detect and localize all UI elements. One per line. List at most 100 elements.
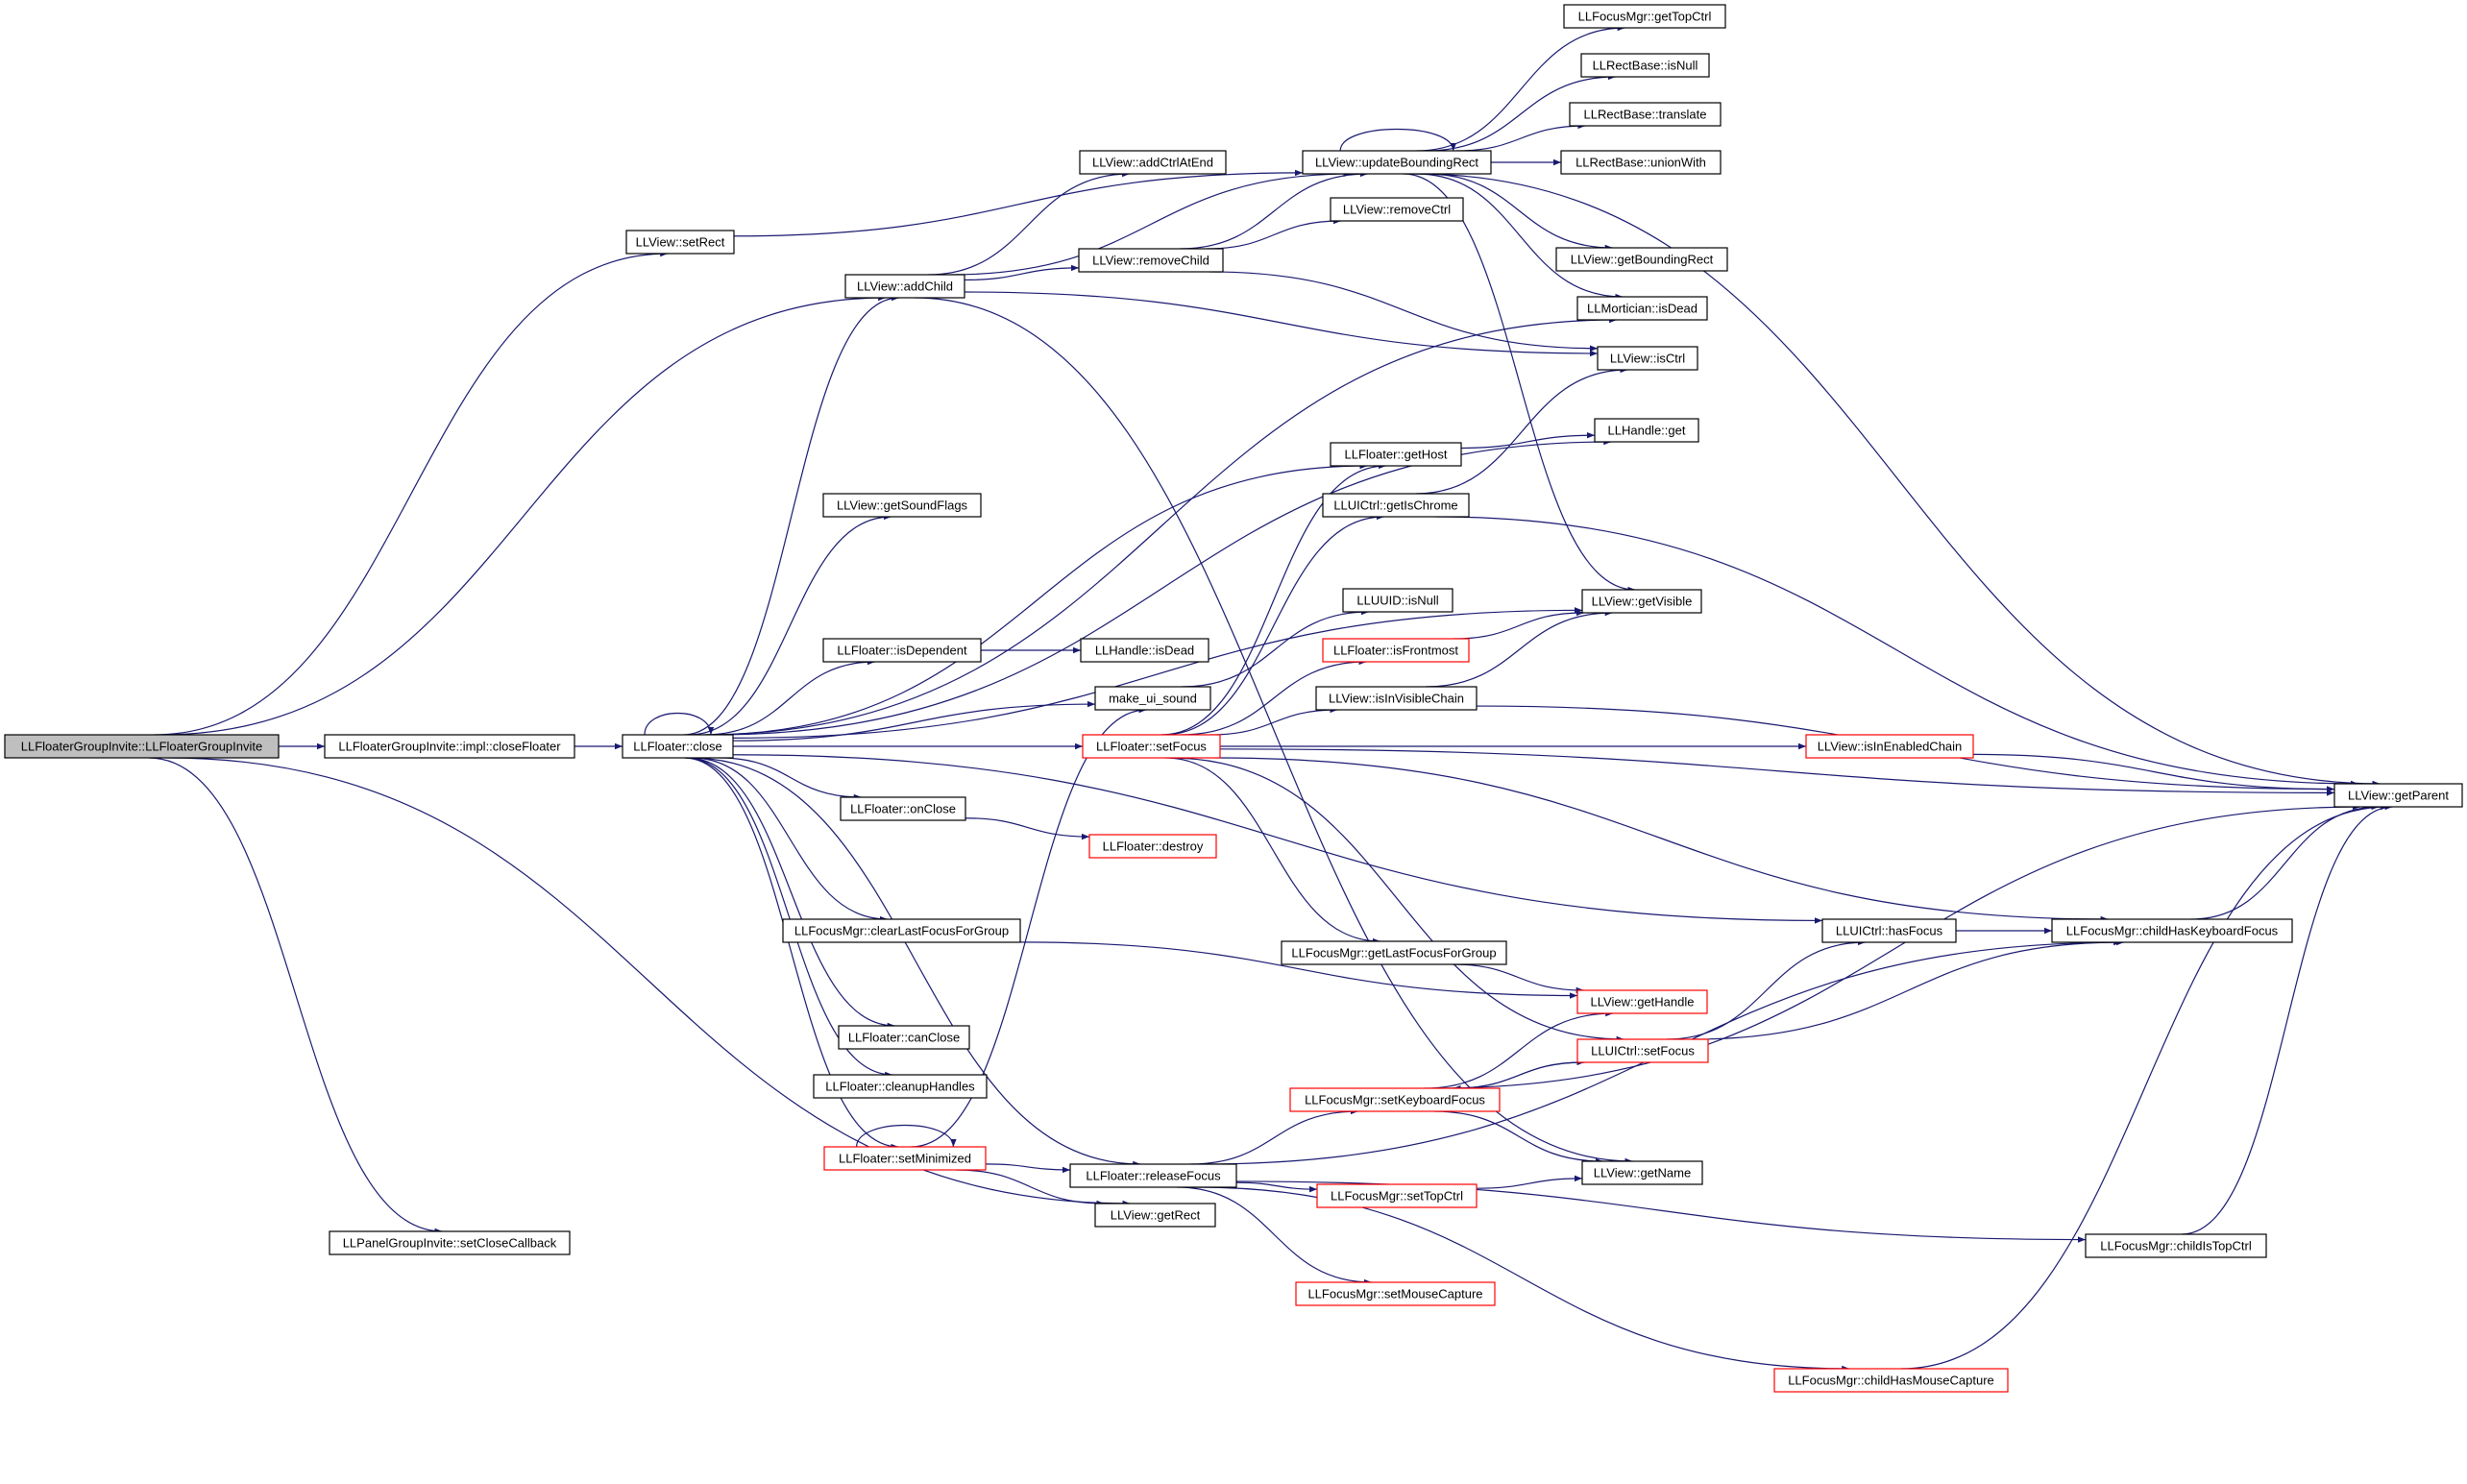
node-label: LLView::isInVisibleChain	[1329, 692, 1464, 706]
edge-n4-n44	[690, 757, 1141, 1168]
node-box	[1315, 686, 1478, 711]
node-n22[interactable]: LLUUID::isNull	[1342, 588, 1453, 613]
node-box	[1281, 940, 1507, 965]
edge-n42-n38	[1424, 1010, 1614, 1089]
node-n35[interactable]: LLFocusMgr::getLastFocusForGroup	[1281, 940, 1507, 965]
node-box	[1330, 442, 1462, 467]
node-n31[interactable]: LLView::getParent	[2333, 783, 2463, 808]
node-n14[interactable]: LLRectBase::unionWith	[1560, 150, 1722, 175]
node-n9[interactable]: LLView::removeChild	[1078, 248, 1224, 273]
edge-n8-n15	[1426, 173, 1613, 252]
node-n48[interactable]: LLFocusMgr::setMouseCapture	[1295, 1281, 1496, 1306]
edge-n43-n27	[911, 706, 1147, 1148]
edge-n4-n19	[706, 462, 1368, 736]
node-n7[interactable]: LLView::addCtrlAtEnd	[1079, 150, 1227, 175]
node-n8[interactable]: LLView::updateBoundingRect	[1302, 150, 1492, 175]
node-n38[interactable]: LLView::getHandle	[1576, 989, 1708, 1014]
node-n17[interactable]: LLView::isCtrl	[1597, 346, 1698, 371]
node-n12[interactable]: LLRectBase::isNull	[1580, 53, 1710, 78]
edge-n29-n28	[1209, 706, 1338, 736]
node-box	[1322, 638, 1470, 663]
edge-n9-n17	[1209, 271, 1599, 352]
node-label: LLFloater::onClose	[850, 802, 956, 816]
node-n32[interactable]: LLFloater::onClose	[840, 796, 966, 821]
node-n24[interactable]: LLFloater::isDependent	[822, 638, 982, 663]
edge-n2-n9	[964, 264, 1080, 281]
edge-n29-n35	[1164, 757, 1380, 945]
edge-n0-n5	[148, 757, 443, 1235]
node-n36[interactable]: LLUICtrl::hasFocus	[1821, 918, 1957, 943]
node-n26[interactable]: LLFloater::isFrontmost	[1322, 638, 1470, 663]
edge-n4-n32	[719, 757, 862, 801]
node-label: LLRectBase::unionWith	[1575, 156, 1706, 170]
edge-n28-n23	[1425, 609, 1613, 688]
node-n0[interactable]: LLFloaterGroupInvite::LLFloaterGroupInvi…	[4, 734, 280, 759]
node-box	[822, 638, 982, 663]
node-n21[interactable]: LLUICtrl::getIsChrome	[1322, 493, 1470, 518]
node-n45[interactable]: LLView::getName	[1581, 1160, 1703, 1185]
edge-n0-n1	[154, 250, 669, 736]
node-n5[interactable]: LLPanelGroupInvite::setCloseCallback	[329, 1230, 571, 1255]
edge-n2-n8	[950, 170, 1352, 276]
edge-n8-n31	[1414, 173, 2381, 788]
node-n40[interactable]: LLUICtrl::setFocus	[1576, 1038, 1709, 1063]
edge-n29-n31	[1219, 748, 2335, 796]
node-box	[329, 1230, 571, 1255]
edge-n42-n31	[1432, 803, 2360, 1089]
node-label: LLView::setRect	[636, 235, 725, 250]
node-label: LLPanelGroupInvite::setCloseCallback	[343, 1236, 557, 1251]
node-n29[interactable]: LLFloater::setFocus	[1082, 734, 1221, 759]
node-label: LLFocusMgr::getTopCtrl	[1578, 10, 1712, 24]
node-n28[interactable]: LLView::isInVisibleChain	[1315, 686, 1478, 711]
node-n49[interactable]: LLFocusMgr::childHasMouseCapture	[1773, 1368, 2009, 1393]
node-n34[interactable]: LLFocusMgr::clearLastFocusForGroup	[782, 918, 1021, 943]
node-n37[interactable]: LLFocusMgr::childHasKeyboardFocus	[2051, 918, 2293, 943]
node-label: LLFocusMgr::clearLastFocusForGroup	[794, 924, 1009, 938]
node-n41[interactable]: LLFloater::cleanupHandles	[813, 1074, 988, 1099]
node-n11[interactable]: LLFocusMgr::getTopCtrl	[1563, 4, 1726, 29]
node-label: LLView::removeCtrl	[1343, 203, 1451, 217]
node-n10[interactable]: LLView::removeCtrl	[1330, 197, 1464, 222]
edge-n43-n44	[985, 1163, 1071, 1174]
edge-n4-n20	[688, 513, 892, 736]
edge-n43-n6	[955, 1169, 1105, 1207]
node-n4[interactable]: LLFloater::close	[622, 734, 734, 759]
node-n46[interactable]: LLFocusMgr::setTopCtrl	[1316, 1183, 1478, 1208]
node-n18[interactable]: LLHandle::get	[1594, 418, 1699, 443]
node-n30[interactable]: LLView::isInEnabledChain	[1805, 734, 1974, 759]
edge-n4-n43	[684, 757, 899, 1151]
node-n25[interactable]: LLHandle::isDead	[1080, 638, 1209, 663]
node-n16[interactable]: LLMortician::isDead	[1576, 296, 1708, 321]
node-n27[interactable]: make_ui_sound	[1094, 686, 1211, 711]
node-n20[interactable]: LLView::getSoundFlags	[822, 493, 982, 518]
edge-n29-n19	[1160, 462, 1386, 736]
node-n2[interactable]: LLView::addChild	[844, 274, 965, 299]
node-label: LLFocusMgr::childHasMouseCapture	[1788, 1374, 1994, 1388]
node-box	[1576, 989, 1708, 1014]
node-label: LLView::isInEnabledChain	[1818, 740, 1963, 754]
edge-layer	[148, 24, 2393, 1373]
node-n15[interactable]: LLView::getBoundingRect	[1555, 247, 1728, 272]
node-n3[interactable]: LLFloaterGroupInvite::impl::closeFloater	[324, 734, 575, 759]
node-n43[interactable]: LLFloater::setMinimized	[823, 1146, 987, 1171]
node-box	[838, 1025, 970, 1050]
node-box	[1560, 150, 1722, 175]
node-n6[interactable]: LLView::getRect	[1094, 1203, 1216, 1228]
node-n1[interactable]: LLView::setRect	[625, 230, 735, 255]
edge-n9-n8	[1180, 170, 1368, 250]
node-n39[interactable]: LLFloater::canClose	[838, 1025, 970, 1050]
node-n44[interactable]: LLFloater::releaseFocus	[1069, 1163, 1237, 1188]
node-n42[interactable]: LLFocusMgr::setKeyboardFocus	[1289, 1087, 1501, 1112]
node-n47[interactable]: LLFocusMgr::childIsTopCtrl	[2085, 1233, 2267, 1258]
node-box	[1069, 1163, 1237, 1188]
node-label: LLRectBase::translate	[1584, 108, 1707, 122]
node-label: LLUICtrl::getIsChrome	[1333, 499, 1457, 513]
node-n13[interactable]: LLRectBase::translate	[1569, 102, 1722, 127]
node-label: LLFloaterGroupInvite::impl::closeFloater	[338, 740, 561, 754]
node-n33[interactable]: LLFloater::destroy	[1088, 834, 1217, 859]
edge-n4-n23	[732, 607, 1583, 739]
edge-n46-n45	[1476, 1175, 1583, 1189]
node-box	[2333, 783, 2463, 808]
node-n19[interactable]: LLFloater::getHost	[1330, 442, 1462, 467]
node-n23[interactable]: LLView::getVisible	[1581, 589, 1702, 614]
